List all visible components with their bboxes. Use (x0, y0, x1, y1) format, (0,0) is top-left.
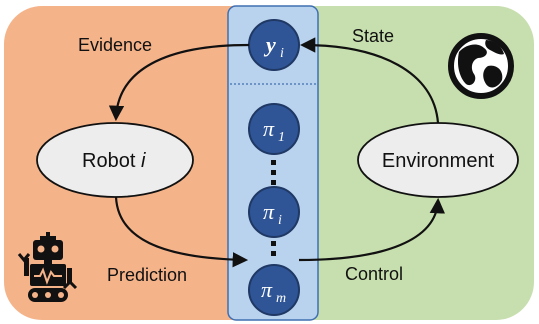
vertical-ellipsis-icon (271, 160, 276, 185)
policy-1-symbol: π (263, 116, 275, 141)
control-label: Control (345, 264, 403, 284)
control-arrow (298, 197, 446, 262)
policy-i-subscript: i (278, 213, 282, 228)
policy-m-symbol: π (261, 277, 273, 302)
evidence-arrow (108, 43, 250, 122)
globe-icon (448, 33, 514, 99)
policy-1-subscript: 1 (278, 130, 285, 145)
prediction-label: Prediction (107, 265, 187, 285)
prediction-arrow (114, 196, 249, 268)
robot-label: Robot (82, 150, 136, 172)
policy-node-1: π 1 (248, 103, 300, 155)
state-arrow (299, 37, 440, 124)
observation-subscript: i (280, 46, 284, 61)
evidence-label: Evidence (78, 35, 152, 55)
observation-node: y i (248, 19, 300, 71)
policy-node-i: π i (248, 186, 300, 238)
robot-index: i (141, 150, 146, 172)
observation-symbol: y (263, 32, 276, 57)
policy-m-subscript: m (276, 291, 286, 306)
vertical-ellipsis-icon (271, 241, 276, 256)
policy-i-symbol: π (263, 199, 275, 224)
environment-label: Environment (382, 150, 495, 172)
robot-icon (17, 232, 78, 302)
state-label: State (352, 26, 394, 46)
environment-node: Environment (357, 122, 519, 198)
robot-node: Robot i (36, 122, 194, 198)
policy-node-m: π m (248, 264, 300, 316)
